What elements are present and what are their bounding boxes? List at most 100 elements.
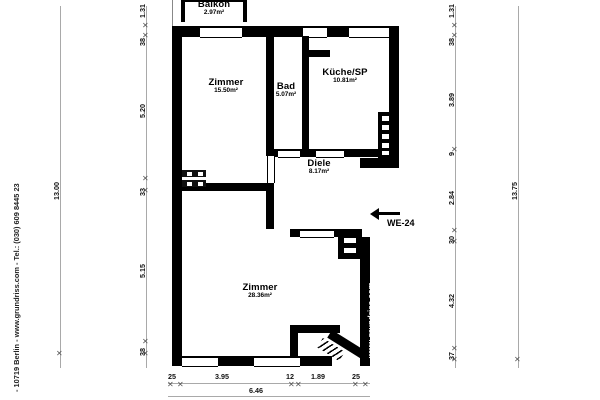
interior-wall-bad-top-stub: [302, 36, 309, 52]
balkon-wall-right: [243, 0, 247, 22]
bottom-chain-label-4: 1.89: [311, 372, 325, 381]
entry-riser-1: [344, 238, 356, 243]
room-label-kueche: Küche/SP 10.81m²: [303, 68, 387, 85]
room-name-zimmer2: Zimmer: [242, 282, 278, 293]
room-name-zimmer1: Zimmer: [208, 77, 244, 88]
right-tick-1: ✕: [451, 21, 458, 30]
room-label-diele: Diele 8.17m²: [288, 159, 350, 176]
jamb-block-zimmer1-left-lower: [182, 180, 206, 187]
stair-block-entry: [338, 233, 362, 259]
door-diele-to-kueche: [316, 150, 344, 158]
stair-riser-4: [382, 143, 389, 148]
bottom-chain-label-3: 12: [286, 372, 294, 381]
bottom-tick-1: ✕: [167, 380, 174, 389]
door-zimmer1-to-diele: [267, 156, 275, 183]
exterior-wall-right-lower: [360, 237, 370, 366]
right-tick-7: ✕: [451, 355, 458, 364]
bottom-chain-label-2: 3.95: [215, 372, 229, 381]
window-bottom-zimmer2-right: [254, 357, 300, 367]
right-tick-3: ✕: [451, 145, 458, 154]
bottom-tick-4: ✕: [295, 380, 302, 389]
bottom-tick-6: ✕: [362, 380, 369, 389]
window-bottom-zimmer2-left: [182, 357, 218, 367]
left-tick-1: ✕: [142, 21, 149, 30]
room-area-zimmer2: 28.36m²: [248, 292, 272, 300]
interior-wall-bad-kueche: [302, 57, 309, 156]
balkon-wall-left: [181, 0, 185, 22]
exterior-wall-left: [172, 26, 182, 366]
room-label-zimmer2: Zimmer 28.36m²: [218, 283, 302, 300]
right-outer-dimension-line: [518, 6, 519, 368]
room-area-diele: 8.17m²: [308, 168, 330, 176]
door-entry-hall: [361, 172, 369, 222]
interior-wall-zimmer1-bad: [266, 36, 274, 156]
right-tick-4: ✕: [451, 226, 458, 235]
room-label-bad: Bad 5.07m²: [256, 82, 316, 99]
door-diele-to-bad: [278, 150, 300, 158]
right-outer-tick-1: ✕: [514, 355, 521, 364]
left-chain-dimension-line: [146, 6, 147, 368]
bottom-chain-label-5: 25: [352, 372, 360, 381]
left-chain-label-3: 5.20: [138, 104, 147, 118]
bottom-tick-2: ✕: [177, 380, 184, 389]
room-label-balkon: Balkon 2.97m²: [176, 0, 252, 17]
entry-arrow-head: [370, 208, 379, 220]
interior-wall-bad-kueche-top: [302, 50, 330, 57]
balkon-rail-outer: [181, 0, 247, 2]
bottom-chain-label-1: 25: [168, 372, 176, 381]
right-chain-label-1: 1.31: [447, 4, 456, 18]
window-top-kueche: [349, 27, 389, 38]
angled-wall-zimmer2-right: [290, 325, 340, 333]
balkon-edge-line-left: [172, 0, 173, 26]
stair-riser-3: [382, 134, 389, 139]
door-diele-to-zimmer2: [300, 230, 334, 238]
bottom-outer-dimension-line: [168, 396, 370, 397]
room-name-diele: Diele: [307, 158, 331, 169]
unit-tag-label: WE-24: [387, 218, 415, 228]
room-area-zimmer1: 15.50m²: [214, 87, 238, 95]
jamb-block-zimmer1-left-upper: [182, 170, 206, 177]
left-tick-2: ✕: [142, 31, 149, 40]
wall-watermark-text: www.grundriss.com: [366, 282, 375, 358]
left-tick-5: ✕: [142, 337, 149, 346]
left-outer-dimension-line: [60, 6, 61, 368]
left-tick-3: ✕: [142, 174, 149, 183]
left-tick-6: ✕: [142, 349, 149, 358]
right-tick-6: ✕: [451, 344, 458, 353]
right-tick-5: ✕: [451, 237, 458, 246]
interior-wall-diele-left: [266, 183, 274, 229]
wall-zimmer2-right-stub: [290, 325, 298, 358]
left-chain-label-1: 1.31: [138, 4, 147, 18]
room-name-bad: Bad: [276, 81, 296, 92]
jamb-gap-3: [187, 182, 192, 186]
left-tick-4: ✕: [142, 186, 149, 195]
stair-riser-1: [382, 116, 389, 121]
exterior-wall-top: [172, 26, 399, 37]
jamb-gap-4: [198, 182, 203, 186]
side-credit-text: - 10719 Berlin - www.grundriss.com - Tel…: [12, 183, 21, 392]
right-chain-dimension-line: [455, 6, 456, 368]
entry-riser-2: [344, 248, 356, 253]
stair-riser-5: [382, 151, 389, 155]
interior-wall-zimmer1-bottom: [182, 183, 274, 191]
exterior-wall-right-jog: [360, 158, 399, 168]
window-top-zimmer1: [200, 27, 242, 38]
right-chain-label-7: 4.32: [447, 294, 456, 308]
bottom-tick-3: ✕: [288, 380, 295, 389]
exterior-wall-bottom: [172, 356, 332, 366]
bottom-outer-dimension-label: 6.46: [249, 386, 263, 395]
window-top-balcony-door: [303, 27, 327, 38]
room-area-kueche: 10.81m²: [333, 77, 357, 85]
entry-arrow-shaft: [378, 212, 400, 215]
room-area-balkon: 2.97m²: [203, 9, 225, 17]
room-area-bad: 5.07m²: [275, 91, 297, 99]
stair-riser-2: [382, 125, 389, 130]
right-tick-2: ✕: [451, 31, 458, 40]
right-outer-dimension-label: 13.75: [510, 182, 519, 200]
bottom-chain-dimension-line: [168, 383, 370, 384]
bottom-tick-5: ✕: [352, 380, 359, 389]
exterior-wall-right-upper: [389, 26, 399, 158]
jamb-gap-2: [198, 172, 203, 176]
room-name-kueche: Küche/SP: [322, 67, 368, 78]
